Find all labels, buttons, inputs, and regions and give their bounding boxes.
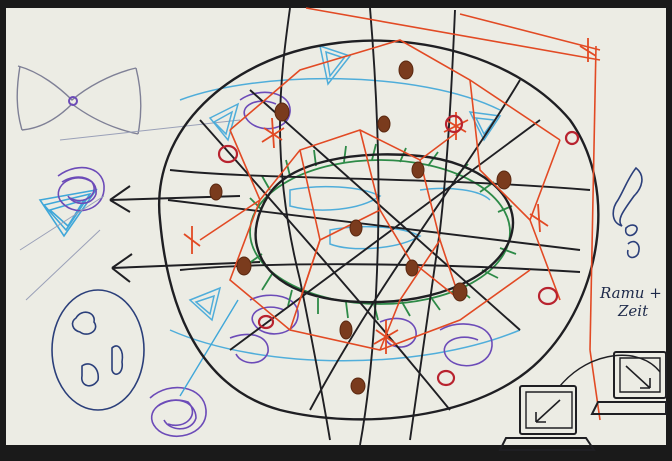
annotation-line-1: Ramu + (599, 284, 662, 302)
annotation-line-2: Zeit (617, 302, 649, 320)
